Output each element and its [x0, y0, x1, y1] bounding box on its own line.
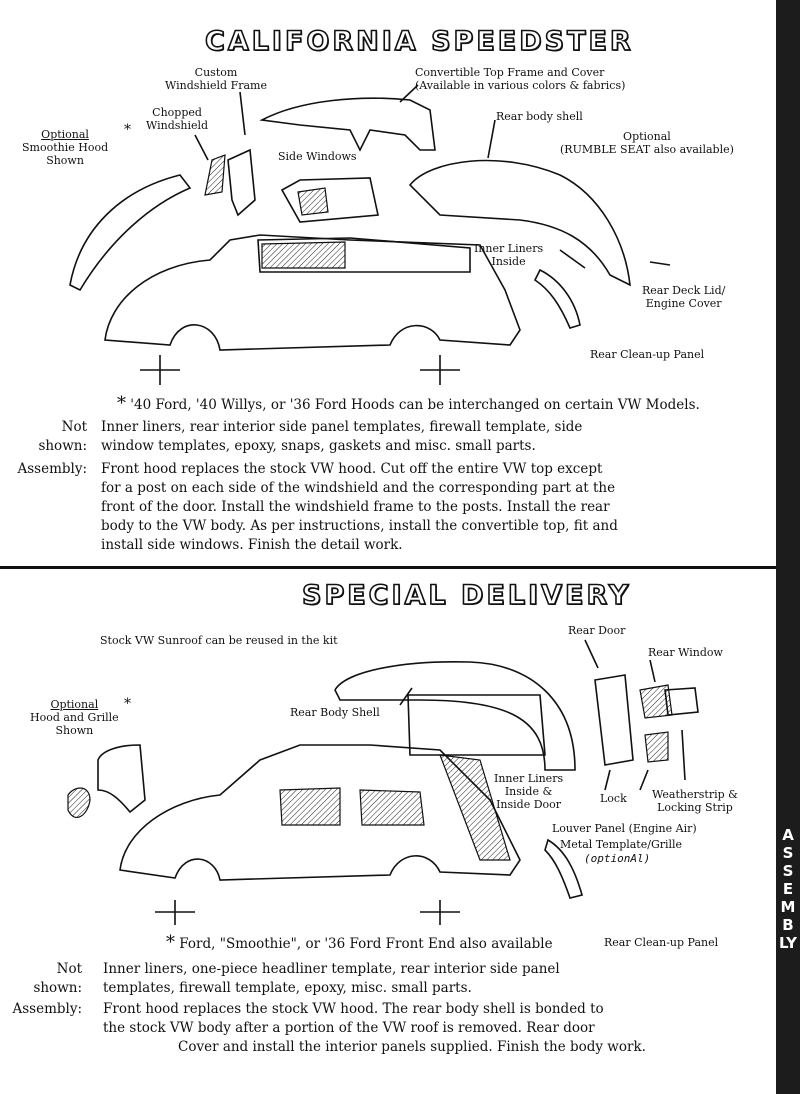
footnote-special-delivery: * Ford, "Smoothie", or '36 Ford Front En… [166, 932, 553, 953]
footnote-speedster: * '40 Ford, '40 Willys, or '36 Ford Hood… [117, 393, 700, 414]
sidebar-bar [776, 0, 800, 1094]
rear-cleanup-panel [544, 838, 583, 899]
label-weatherstrip: Weatherstrip & Locking Strip [652, 788, 738, 814]
speedster-smoothie-hood [69, 174, 192, 292]
assembly-illustrations [67, 84, 699, 925]
assembly-special-delivery: Assembly: Front hood replaces the stock … [12, 1001, 646, 1055]
rear-body-shell-2 [334, 660, 576, 771]
assembly-speedster: Assembly: Front hood replaces the stock … [17, 461, 618, 553]
rear-body-shell [408, 159, 631, 287]
label-windshield-frame: Custom Windshield Frame [165, 66, 267, 92]
label-rumble-seat: Optional (RUMBLE SEAT also available) [560, 130, 734, 156]
label-inner-liners-2: Inner Liners Inside & Inside Door [494, 772, 564, 811]
section-divider [0, 566, 776, 569]
section-title-speedster: CALIFORNIA SPEEDSTER [204, 25, 634, 58]
label-rear-body-shell-2: Rear Body Shell [290, 706, 380, 719]
label-optional-hood-grille: Optional Hood and Grille Shown [30, 698, 119, 737]
special-delivery-hood [97, 744, 146, 814]
side-windows [280, 177, 379, 223]
speedster-car-body [104, 234, 521, 351]
leader-line [239, 91, 246, 136]
label-metal-template: Metal Template/Grille [560, 838, 683, 851]
not-shown-special-delivery: Not shown: Inner liners, one-piece headl… [33, 961, 560, 996]
label-rear-window: Rear Window [648, 646, 723, 659]
not-shown-speedster: Not shown: Inner liners, rear interior s… [38, 419, 583, 454]
asterisk-mark: * [124, 122, 131, 138]
rear-door [594, 674, 634, 766]
label-chopped-windshield: Chopped Windshield [146, 106, 209, 132]
label-cleanup-panel: Rear Clean-up Panel [590, 348, 705, 361]
label-optional-handwritten: (optionAl) [584, 852, 651, 865]
label-louver-panel: Louver Panel (Engine Air) [552, 822, 697, 835]
label-side-windows: Side Windows [278, 150, 357, 163]
asterisk-mark: * [166, 932, 175, 953]
chopped-windshield [204, 154, 226, 196]
label-deck-lid: Rear Deck Lid/ Engine Cover [642, 284, 726, 310]
label-lock: Lock [600, 792, 627, 805]
inner-liners [533, 268, 581, 329]
label-cleanup-panel-2: Rear Clean-up Panel [604, 936, 719, 949]
asterisk-mark: * [117, 393, 126, 414]
section-title-special-delivery: SPECIAL DELIVERY [301, 579, 632, 612]
louver-panel [644, 731, 669, 763]
label-rear-body-shell: Rear body shell [496, 110, 583, 123]
label-top-frame: Convertible Top Frame and Cover (Availab… [415, 66, 626, 92]
convertible-top [259, 97, 436, 152]
special-delivery-car-body [119, 744, 521, 881]
label-optional-hood: Optional Smoothie Hood Shown [22, 128, 109, 167]
label-sunroof: Stock VW Sunroof can be reused in the ki… [100, 634, 338, 647]
hood-grille [67, 787, 91, 818]
windshield-frame [227, 148, 256, 217]
sidebar-text: ASSEMBLY [778, 826, 798, 952]
label-rear-door: Rear Door [568, 624, 626, 637]
asterisk-mark: * [124, 696, 131, 712]
label-inner-liners: Inner Liners Inside [474, 242, 544, 268]
